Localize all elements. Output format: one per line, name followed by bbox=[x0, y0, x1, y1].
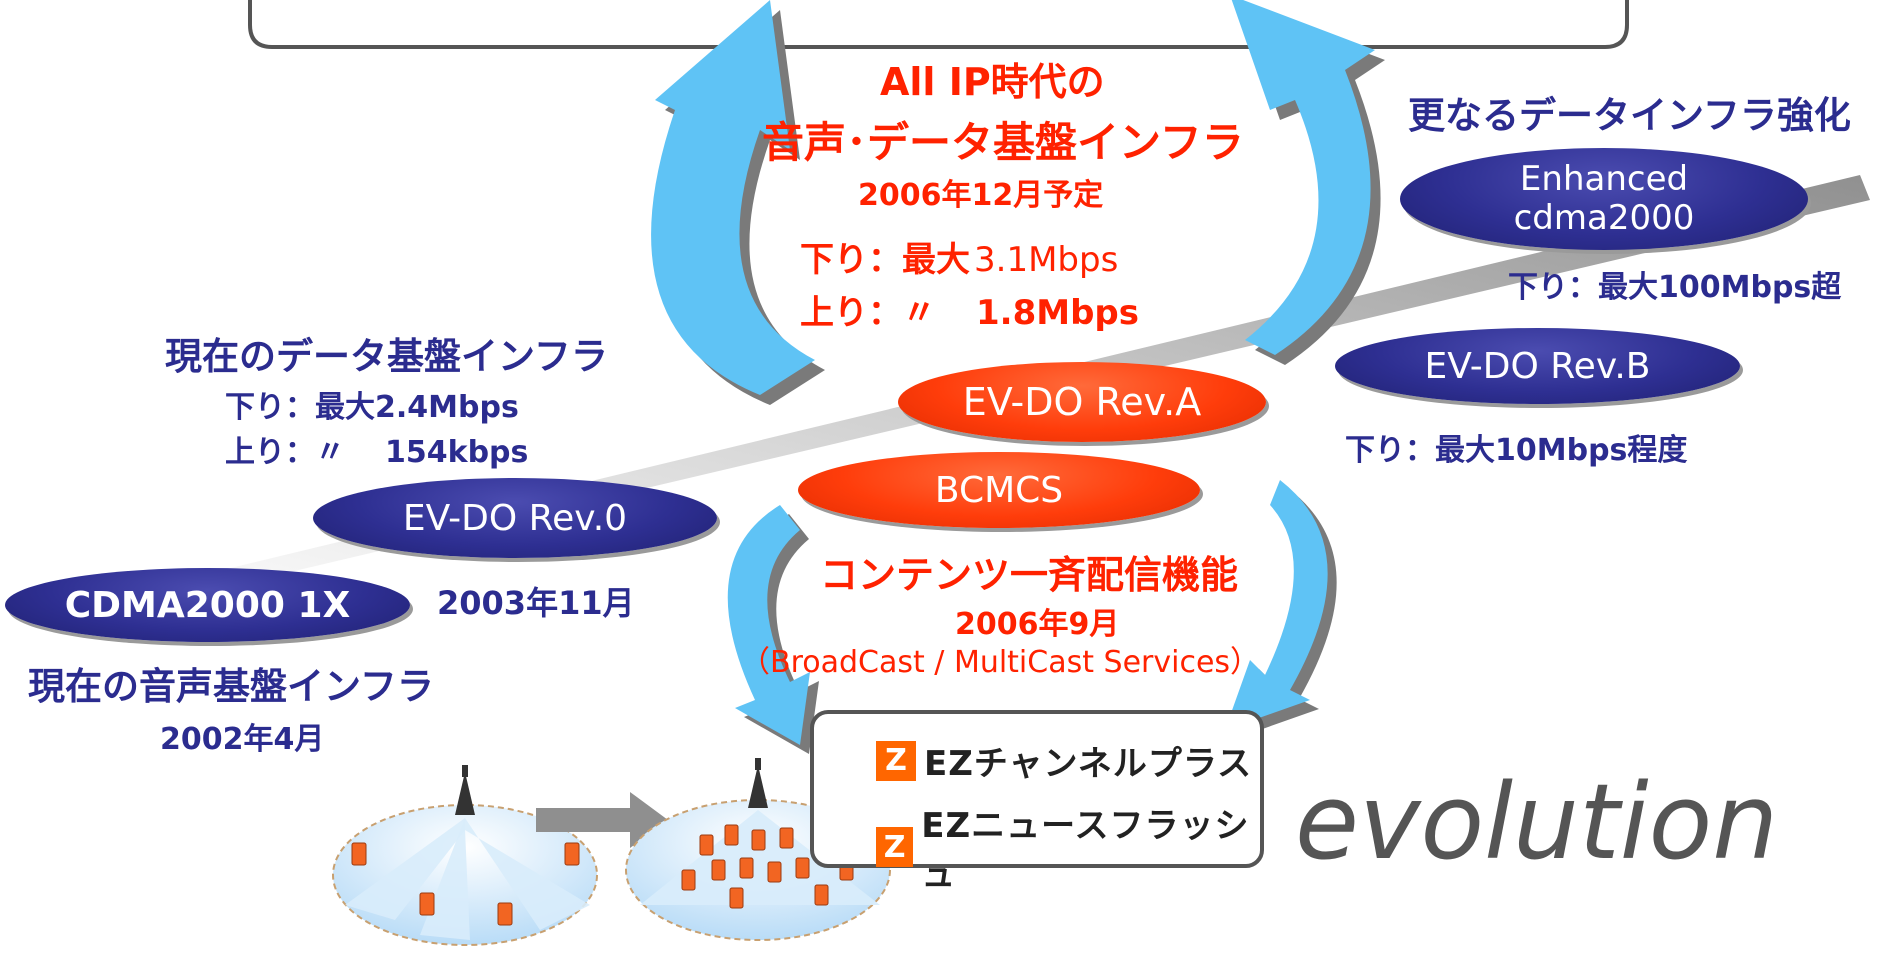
center-title-line1-text: All IP時代の bbox=[880, 60, 1105, 104]
center-down-prefix: 下り：最大 bbox=[800, 240, 970, 280]
left-data-down: 下り：最大2.4Mbps bbox=[225, 390, 519, 426]
right-heading: 更なるデータインフラ強化 bbox=[1408, 94, 1851, 137]
left-voice-heading: 現在の音声基盤インフラ bbox=[28, 665, 434, 708]
ez-channel-plus-label: EZチャンネルプラス bbox=[924, 744, 1253, 784]
ev-do-rev-b-pill: EV-DO Rev.B bbox=[1335, 328, 1740, 404]
bcmcs-note: （BroadCast / MultiCast Services） bbox=[740, 645, 1261, 680]
bcmcs-date: 2006年9月 bbox=[955, 607, 1120, 642]
left-data-down-prefix: 下り：最大 bbox=[225, 390, 375, 425]
top-cycle-arrows bbox=[651, 0, 1385, 405]
revb-rate: 下り：最大10Mbps程度 bbox=[1345, 433, 1687, 469]
rev0-pill-label: EV-DO Rev.0 bbox=[402, 497, 628, 539]
left-data-down-value: 2.4Mbps bbox=[375, 390, 519, 425]
reva-pill-label: EV-DO Rev.A bbox=[962, 380, 1202, 424]
ez-channel-plus-row: Z EZチャンネルプラス bbox=[876, 736, 1252, 785]
revb-rate-value: 10Mbps程度 bbox=[1495, 433, 1688, 468]
enhanced-cdma2000-pill: Enhanced cdma2000 bbox=[1400, 148, 1808, 250]
enhanced-rate: 下り：最大100Mbps超 bbox=[1508, 270, 1841, 306]
left-data-up: 上り：〃 154kbps bbox=[225, 435, 528, 471]
ez-news-flash-row: Z EZニュースフラッシュ bbox=[876, 798, 1260, 896]
revb-rate-prefix: 下り：最大 bbox=[1345, 433, 1495, 468]
ez-logo-icon: Z bbox=[876, 740, 916, 781]
left-data-up-value: 154kbps bbox=[385, 435, 529, 470]
bcmcs-pill-label: BCMCS bbox=[934, 469, 1064, 511]
enhanced-rate-prefix: 下り：最大 bbox=[1508, 270, 1658, 305]
center-date: 2006年12月予定 bbox=[858, 178, 1104, 213]
bottom-cycle-arrows bbox=[727, 480, 1337, 754]
ez-services-box: Z EZチャンネルプラス Z EZニュースフラッシュ bbox=[810, 710, 1264, 895]
left-data-up-prefix: 上り：〃 bbox=[225, 435, 345, 470]
cdma-pill-label: CDMA2000 1X bbox=[64, 584, 351, 626]
ez-news-flash-label: EZニュースフラッシュ bbox=[921, 806, 1250, 895]
enhanced-pill-line2: cdma2000 bbox=[1513, 198, 1695, 238]
left-voice-date: 2002年4月 bbox=[160, 722, 325, 757]
ev-do-rev-0-pill: EV-DO Rev.0 bbox=[313, 478, 717, 558]
left-data-heading: 現在のデータ基盤インフラ bbox=[165, 335, 608, 378]
center-down-value: 3.1Mbps bbox=[974, 240, 1119, 280]
rev0-date: 2003年11月 bbox=[437, 584, 635, 622]
bcmcs-heading: コンテンツ一斉配信機能 bbox=[820, 553, 1239, 597]
revb-pill-label: EV-DO Rev.B bbox=[1424, 345, 1651, 387]
center-up-prefix: 上り：〃 bbox=[800, 293, 936, 333]
antenna-icon bbox=[455, 765, 475, 815]
center-title-line2: 音声･データ基盤インフラ bbox=[762, 118, 1244, 167]
transition-arrow bbox=[536, 792, 668, 848]
center-up-value: 1.8Mbps bbox=[976, 293, 1139, 333]
antenna-icon bbox=[748, 758, 768, 808]
unicast-cell bbox=[332, 765, 598, 946]
bcmcs-pill: BCMCS bbox=[798, 452, 1200, 528]
top-box bbox=[248, 0, 1629, 49]
cdma2000-1x-pill: CDMA2000 1X bbox=[5, 568, 410, 642]
ev-do-rev-a-pill: EV-DO Rev.A bbox=[898, 362, 1266, 442]
enhanced-pill-line1: Enhanced bbox=[1519, 158, 1689, 199]
enhanced-rate-value: 100Mbps超 bbox=[1658, 270, 1842, 305]
center-up: 上り：〃 1.8Mbps bbox=[800, 293, 1139, 334]
evolution-tagline: evolution bbox=[1295, 761, 1779, 883]
ez-logo-icon: Z bbox=[876, 827, 914, 867]
